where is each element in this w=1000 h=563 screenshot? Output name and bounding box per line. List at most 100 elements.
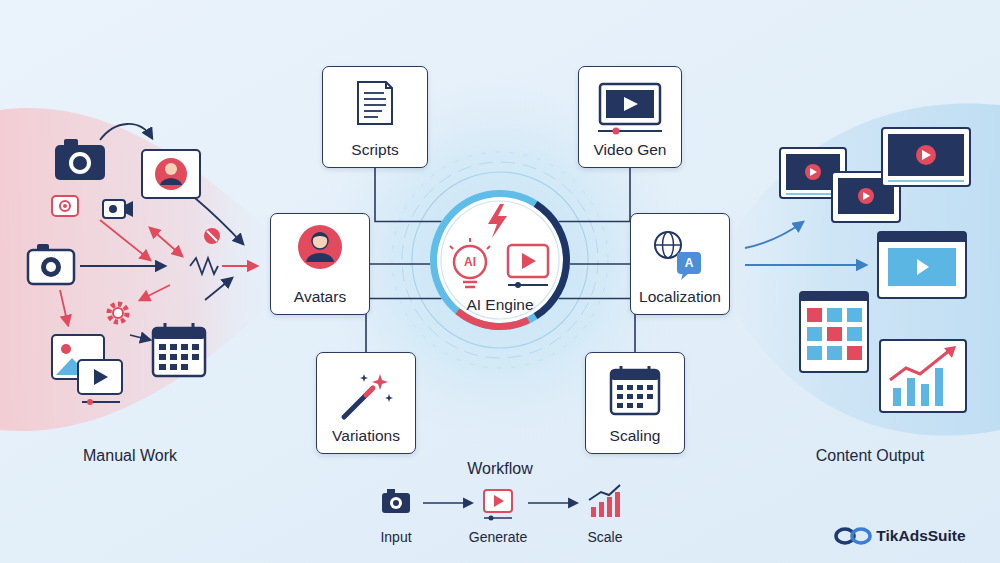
scaling-calendar-icon [611, 366, 659, 414]
node-label: AI Engine [430, 296, 570, 314]
avatar-photo-icon [142, 150, 200, 198]
bulb-icon [465, 286, 475, 289]
scale-chart-icon [589, 485, 620, 500]
translate-bubble [677, 252, 701, 274]
growth-chart [935, 368, 943, 406]
video-thumbnail [832, 172, 900, 222]
feature-box: Localization [630, 213, 730, 315]
calendar-icon [192, 323, 195, 333]
avatar-photo-icon [142, 150, 200, 198]
calendar-icon [181, 364, 188, 370]
grid-window [800, 292, 868, 301]
camera-icon [64, 139, 78, 147]
node-label: Localization [631, 288, 729, 306]
output-arrows [745, 222, 803, 248]
scale-chart-icon [607, 497, 612, 517]
step-label: Generate [469, 529, 527, 545]
video-gen-icon [598, 84, 662, 135]
connector-line [558, 168, 630, 222]
scaling-calendar-icon [647, 394, 653, 399]
grid-window [827, 346, 842, 360]
blocked-symbol [204, 228, 220, 244]
script-icon [364, 92, 384, 94]
chaos-arrows [80, 265, 165, 267]
grid-window [847, 346, 862, 360]
player-icon [522, 253, 536, 269]
scaling-calendar-icon [627, 394, 633, 399]
connector-line [558, 299, 635, 353]
avatar-photo-icon [165, 163, 177, 175]
scaling-calendar-icon [637, 394, 643, 399]
chaos-arrows [222, 265, 257, 267]
engine-glow [412, 172, 588, 348]
video-thumbnail [786, 193, 840, 195]
browser-window [888, 248, 956, 286]
calendar-icon [181, 354, 188, 360]
camera-icon [37, 244, 49, 251]
feature-box: Avatars [270, 213, 370, 315]
script-icon [386, 82, 392, 88]
step-label: Scale [587, 529, 622, 545]
chaos-arrows [190, 258, 218, 274]
video-thumbnail [780, 148, 846, 198]
calendar-icon [170, 354, 177, 360]
grid-window [847, 308, 862, 322]
logo-mark [836, 529, 870, 543]
node-label: Scaling [586, 427, 684, 445]
scale-chart-icon [615, 492, 620, 517]
output-arrows [745, 222, 866, 265]
video-clip-icon [82, 401, 120, 403]
connector-line [570, 263, 630, 265]
chaos-arrows [60, 290, 68, 325]
step-label: Input [380, 529, 411, 545]
player-icon [508, 245, 548, 277]
video-thumbnail [786, 154, 840, 190]
scaling-calendar-icon [620, 366, 623, 374]
camera-icon [28, 250, 74, 284]
translate-bubble [681, 273, 689, 280]
gear-icon [109, 304, 127, 322]
grid-window [800, 292, 868, 372]
engine-glow [392, 152, 608, 368]
avatar-photo-icon [155, 158, 187, 190]
magic-wand-icon [385, 394, 393, 402]
output-band [720, 103, 1000, 435]
bulb-icon [487, 246, 490, 249]
scaling-calendar-icon [617, 385, 653, 408]
video-thumbnail [810, 168, 817, 176]
node-label: Video Gen [579, 141, 681, 159]
chaos-arrows [195, 198, 243, 244]
video-thumbnail [832, 172, 900, 222]
bulb-icon [450, 246, 453, 249]
browser-window [878, 232, 966, 298]
magic-wand-icon [366, 388, 373, 395]
camera-icon [46, 262, 56, 272]
scaling-calendar-icon [611, 370, 659, 414]
input-camera-icon [390, 497, 402, 509]
camcorder-icon [125, 201, 133, 217]
input-camera-icon [387, 489, 395, 494]
scale-chart-icon [591, 507, 596, 517]
scaling-calendar-icon [647, 385, 653, 390]
scaling-calendar-icon [648, 366, 651, 374]
script-icon [364, 110, 382, 112]
script-icon [364, 93, 386, 117]
script-icon [358, 82, 392, 124]
grid-window [847, 327, 862, 341]
node-label: Avatars [271, 288, 369, 306]
browser-window [917, 259, 929, 275]
node-label: Scripts [323, 141, 427, 159]
camera-icon [55, 145, 105, 180]
growth-chart [880, 340, 966, 412]
camera-icon [69, 152, 91, 174]
small-camera-icon [52, 196, 78, 216]
growth-chart [921, 384, 929, 406]
engine-outline [430, 190, 570, 330]
grid-window [800, 292, 868, 372]
manual-band [0, 108, 275, 431]
photo-icon [56, 358, 101, 375]
grid-window [827, 308, 842, 322]
video-thumbnail [780, 148, 846, 198]
calendar-icon [164, 323, 167, 333]
